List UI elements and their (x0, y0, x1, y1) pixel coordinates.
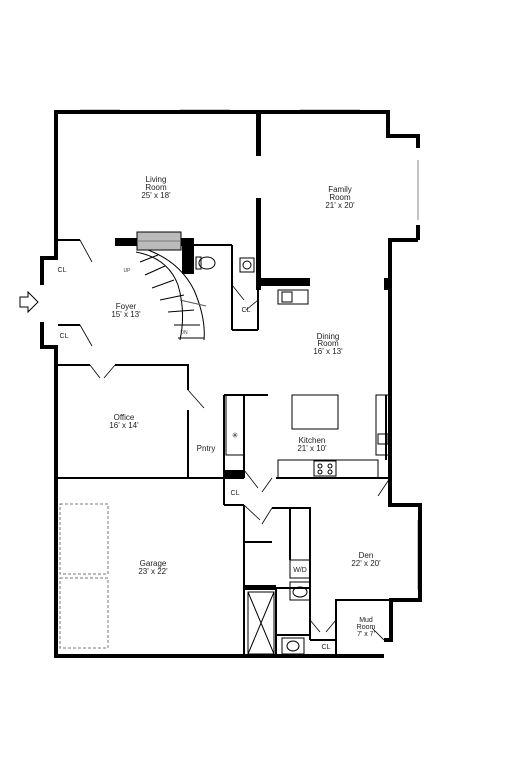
mud-room-size: 7' x 7' (357, 631, 375, 638)
closet-label-5: CL (322, 644, 331, 651)
closet-label-2: CL (60, 333, 69, 340)
closet-label-3: CL (242, 307, 251, 314)
living-room-name-2: Room (145, 183, 167, 192)
stair-down-label: DN (180, 330, 188, 336)
powder-room-fixtures (195, 256, 255, 273)
living-room-name: Living (146, 175, 167, 184)
interior-walls (56, 239, 391, 656)
stair-up-label: UP (124, 268, 132, 274)
foyer-name: Foyer (116, 302, 137, 311)
kitchen-fixtures (225, 289, 391, 479)
windows (55, 109, 419, 657)
closet-label-1: CL (58, 267, 67, 274)
room-labels: Living Room 25' x 18' Family Room 21' x … (58, 175, 382, 651)
curved-staircase (135, 249, 207, 341)
family-room-size: 21' x 20' (325, 201, 355, 210)
foyer-size: 15' x 13' (111, 310, 141, 319)
snowflake-icon: ✳ (232, 431, 239, 440)
dining-room-name-2: Room (317, 339, 339, 348)
office-name: Office (114, 413, 135, 422)
exterior-walls (40, 110, 422, 658)
kitchen-size: 21' x 10' (297, 444, 327, 453)
office-size: 16' x 14' (109, 421, 139, 430)
den-name: Den (359, 551, 374, 560)
entry-arrow-icon (19, 290, 39, 314)
laundry-bath-fixtures (247, 559, 311, 655)
dining-room-name: Dining (317, 332, 340, 341)
kitchen-name: Kitchen (299, 436, 326, 445)
garage-name: Garage (140, 559, 167, 568)
dining-room-size: 16' x 13' (313, 347, 343, 356)
family-room-name-2: Room (329, 193, 351, 202)
closet-label-4: CL (231, 490, 240, 497)
garage-doors (59, 503, 109, 649)
garage-size: 23' x 22' (138, 567, 168, 576)
family-room-name: Family (328, 185, 352, 194)
den-size: 22' x 20' (351, 559, 381, 568)
laundry-label: W/D (293, 567, 307, 574)
door-swings (79, 239, 391, 641)
mud-room-name: Mud (359, 617, 373, 624)
mud-room-name-2: Room (357, 624, 376, 631)
living-room-size: 25' x 18' (141, 191, 171, 200)
fireplace (136, 231, 182, 251)
pantry-name: Pntry (197, 444, 216, 453)
